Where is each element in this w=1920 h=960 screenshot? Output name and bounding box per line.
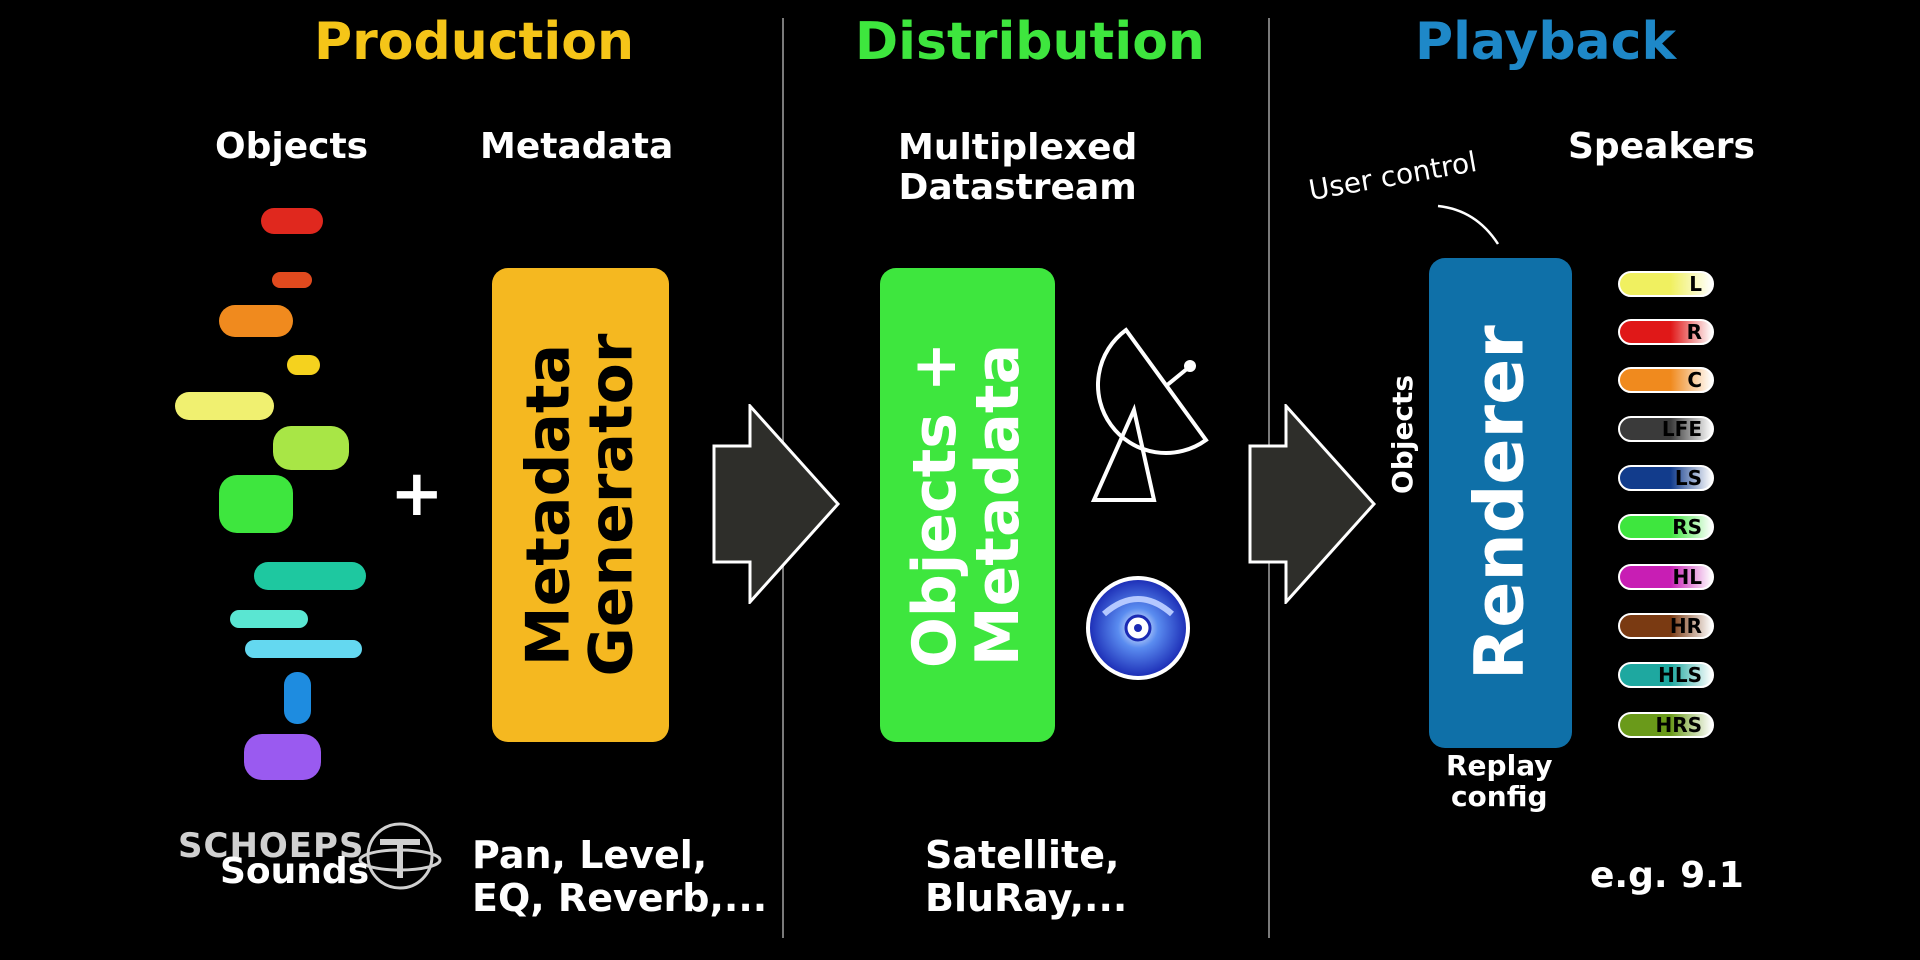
object-bar bbox=[272, 272, 312, 288]
objects-side-label: Objects bbox=[1386, 374, 1419, 494]
schoeps-watermark: SCHOEPS bbox=[178, 826, 365, 866]
renderer-label: Renderer bbox=[1460, 325, 1540, 681]
generator-line1: Metadata bbox=[513, 343, 584, 667]
stream-line1: Multiplexed bbox=[898, 127, 1138, 168]
speaker-label: L bbox=[1689, 272, 1702, 296]
speaker-channel: HRS bbox=[1618, 712, 1714, 738]
speaker-label: C bbox=[1687, 368, 1702, 392]
user-control-label: User control bbox=[1306, 145, 1480, 207]
metadata-label: Metadata bbox=[480, 126, 674, 167]
speaker-channel: C bbox=[1618, 367, 1714, 393]
distribution-heading: Distribution bbox=[855, 12, 1205, 72]
speaker-channel: R bbox=[1618, 319, 1714, 345]
object-bar bbox=[254, 562, 366, 590]
speaker-label: HL bbox=[1672, 565, 1702, 589]
stream-line2: Datastream bbox=[898, 166, 1137, 208]
objects-label: Objects bbox=[215, 126, 369, 167]
renderer-box: Renderer bbox=[1429, 258, 1572, 748]
object-bar bbox=[284, 672, 311, 724]
speaker-channel: LS bbox=[1618, 465, 1714, 491]
object-bar bbox=[273, 426, 349, 470]
object-bar bbox=[219, 475, 293, 533]
speaker-label: RS bbox=[1672, 515, 1702, 539]
generator-line2: Generator bbox=[576, 333, 647, 677]
box-line1: Objects + bbox=[900, 341, 971, 669]
satellite-dish-icon bbox=[1090, 327, 1209, 502]
speaker-channel: HL bbox=[1618, 564, 1714, 590]
speaker-label: LS bbox=[1674, 466, 1702, 490]
object-bar bbox=[287, 355, 320, 375]
object-bar bbox=[219, 305, 293, 337]
schoeps-logo-icon bbox=[358, 822, 442, 890]
replay-config-label: Replay config bbox=[1446, 750, 1552, 813]
speaker-channel: RS bbox=[1618, 514, 1714, 540]
speaker-channel: LFE bbox=[1618, 416, 1714, 442]
speaker-label: HRS bbox=[1655, 713, 1702, 737]
object-bar bbox=[245, 640, 362, 658]
metadata-examples-line2: EQ, Reverb,... bbox=[472, 875, 768, 920]
user-control-pointer bbox=[1437, 204, 1500, 245]
metadata-generator-box: Metadata Generator bbox=[492, 268, 669, 742]
speaker-label: R bbox=[1686, 320, 1702, 344]
object-bar bbox=[230, 610, 308, 628]
media-line1: Satellite, bbox=[925, 833, 1120, 877]
object-bar bbox=[244, 734, 321, 780]
production-heading: Production bbox=[314, 12, 634, 72]
multiplexed-datastream-label: Multiplexed Datastream bbox=[898, 128, 1137, 207]
distribution-media: Satellite, BluRay,... bbox=[925, 834, 1127, 919]
metadata-examples-line1: Pan, Level, bbox=[472, 833, 708, 877]
speaker-channel: HR bbox=[1618, 613, 1714, 639]
bluray-disc-icon bbox=[1086, 576, 1190, 680]
metadata-examples: Pan, Level, EQ, Reverb,... bbox=[472, 834, 767, 919]
speakers-label: Speakers bbox=[1568, 126, 1755, 167]
objects-metadata-box: Objects + Metadata bbox=[880, 268, 1055, 742]
box-line2: Metadata bbox=[963, 343, 1034, 667]
plus-sign: + bbox=[390, 457, 444, 531]
speaker-config-example: e.g. 9.1 bbox=[1590, 855, 1744, 896]
object-bar bbox=[261, 208, 323, 234]
arrow-right-icon bbox=[1248, 404, 1377, 604]
speaker-label: HLS bbox=[1658, 663, 1702, 687]
speaker-channel: HLS bbox=[1618, 662, 1714, 688]
sounds-label: Sounds bbox=[220, 851, 370, 892]
replay-line2: config bbox=[1450, 780, 1548, 814]
speaker-channel: L bbox=[1618, 271, 1714, 297]
speaker-label: LFE bbox=[1661, 417, 1702, 441]
speaker-label: HR bbox=[1669, 614, 1702, 638]
arrow-right-icon bbox=[712, 404, 841, 604]
replay-line1: Replay bbox=[1446, 749, 1553, 782]
playback-heading: Playback bbox=[1415, 12, 1677, 72]
object-bar bbox=[175, 392, 274, 420]
media-line2: BluRay,... bbox=[925, 875, 1128, 920]
